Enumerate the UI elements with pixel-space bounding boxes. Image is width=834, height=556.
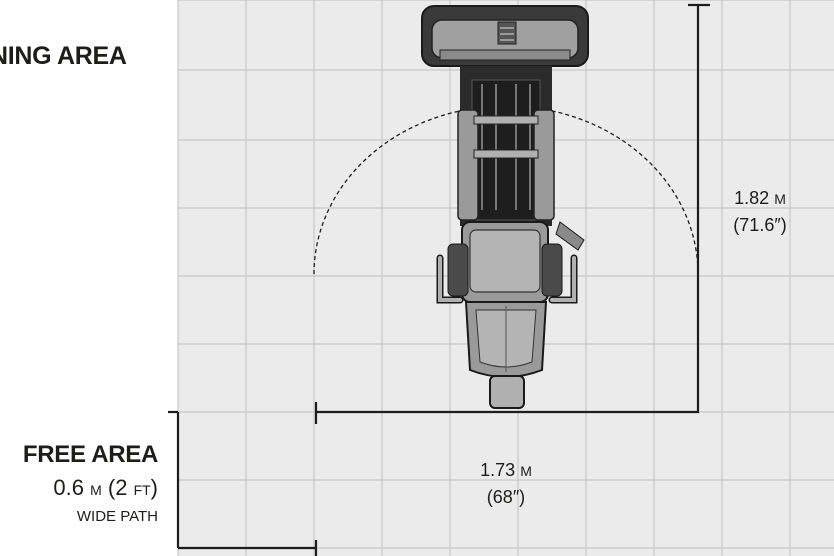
depth-metric: 1.82 M [734, 188, 786, 208]
free-area-title: FREE AREA [22, 441, 158, 468]
seated-machine-top-view-icon [421, 5, 589, 409]
training-area-title: NING AREA [0, 42, 127, 70]
depth-imperial: (71.6″) [733, 215, 787, 235]
depth-dimension-label: 1.82 M (71.6″) [733, 185, 786, 238]
dimension-lines [168, 3, 710, 556]
free-area-note: WIDE PATH [76, 508, 158, 525]
width-dimension-label: 1.73 M (68″) [480, 457, 532, 510]
width-metric: 1.73 M [480, 460, 532, 480]
width-imperial: (68″) [486, 487, 526, 507]
free-area-width: 0.6 M (2 FT) [53, 475, 158, 500]
